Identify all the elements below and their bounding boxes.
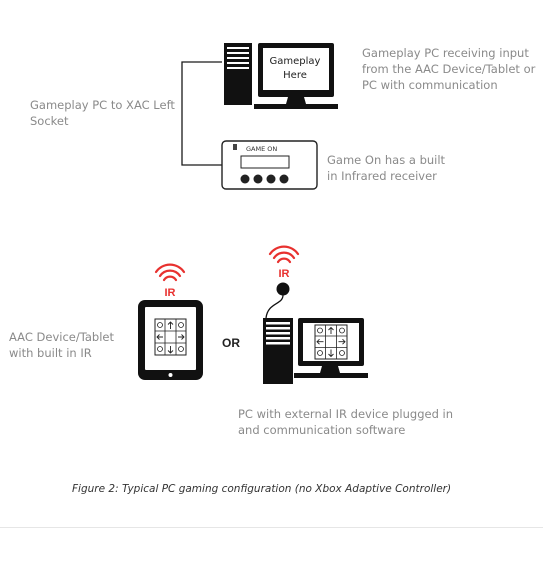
communication-pc-tower [263, 318, 293, 384]
figure-caption: Figure 2: Typical PC gaming configuratio… [72, 483, 452, 495]
communication-pc-monitor [294, 318, 368, 378]
divider [0, 527, 543, 528]
gameplay-pc-tower [224, 43, 252, 105]
connector-cable [181, 61, 222, 166]
xac-socket-label: Gameplay PC to XAC Left Socket [30, 98, 175, 128]
ir-label-pc: IR [279, 268, 290, 280]
game-on-label: Game On has a built in Infrared receiver [327, 153, 446, 183]
game-on-logo: GAME ON [246, 145, 277, 153]
ir-device-cable [265, 294, 284, 319]
ir-signal-icon-pc [268, 245, 300, 264]
aac-tablet-icon [138, 300, 203, 380]
game-on-device: GAME ON [221, 140, 318, 190]
aac-device-label: AAC Device/Tablet with built in IR [9, 330, 114, 360]
gameplay-pc-label: Gameplay PC receiving input from the AAC… [362, 46, 536, 92]
ir-label-tablet: IR [165, 287, 176, 299]
monitor-screen-text: Gameplay Here [269, 56, 321, 81]
pc-ir-device-label: PC with external IR device plugged in an… [238, 407, 454, 437]
gameplay-pc-monitor [254, 43, 338, 109]
external-ir-device [276, 282, 290, 296]
ir-signal-icon-tablet [154, 263, 186, 282]
or-label: OR [222, 336, 240, 350]
